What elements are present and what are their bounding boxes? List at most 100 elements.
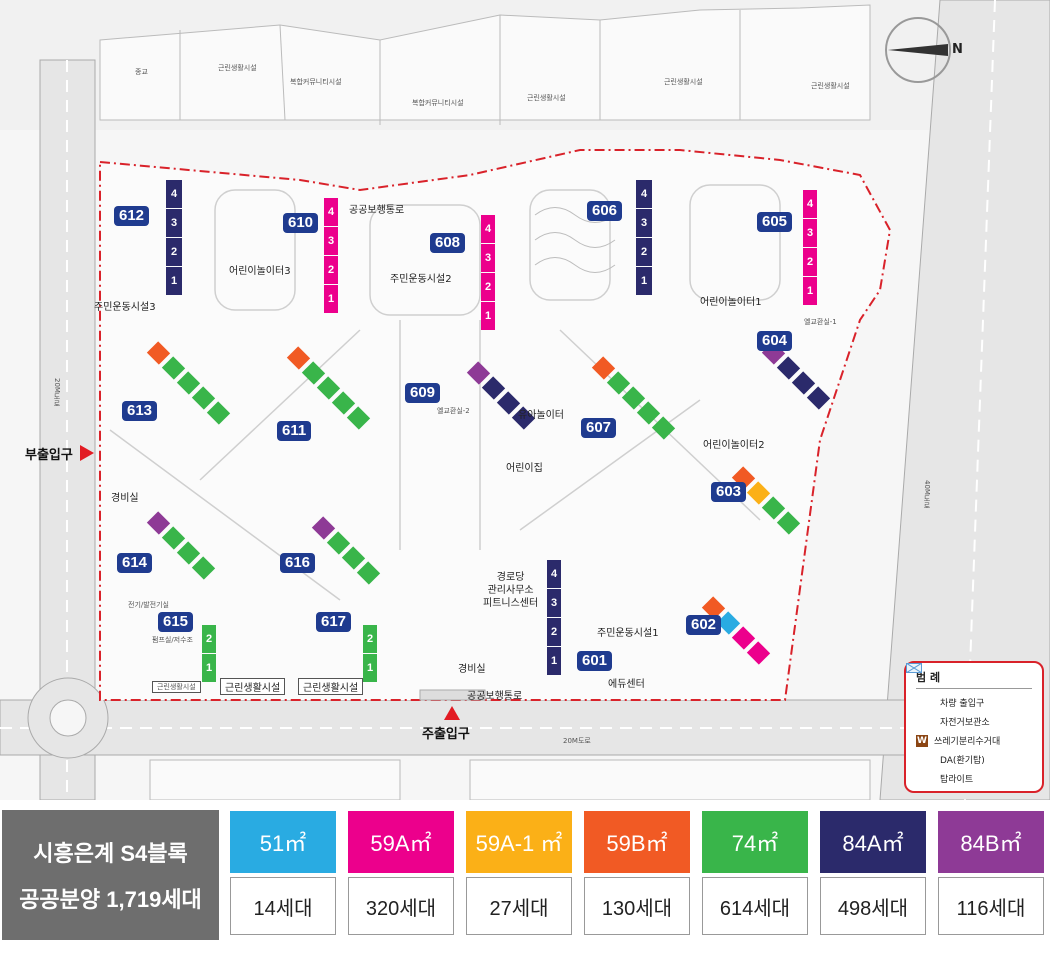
facility-label: 유아놀이터	[518, 410, 564, 421]
facility-label: 근린생활시설	[298, 678, 364, 695]
legend-row: 자전거보관소	[906, 663, 1032, 731]
type-name: 59B㎡	[584, 811, 690, 873]
legend-label: DA(환기탑)	[940, 756, 985, 766]
type-name: 84B㎡	[938, 811, 1044, 873]
north-parcel-label: 복합커뮤니티시설	[290, 78, 342, 86]
block-number: 613	[122, 401, 158, 421]
type-count: 614세대	[702, 877, 808, 935]
type-column: 84B㎡ 116세대	[938, 811, 1044, 935]
summary-title-line2: 공공분양 1,719세대	[19, 887, 202, 912]
north-parcel-label: 근린생활시설	[811, 82, 850, 90]
block-number: 603	[711, 482, 747, 502]
facility-label: 주민운동시설2	[390, 274, 452, 285]
type-count: 27세대	[466, 877, 572, 935]
type-name: 51㎡	[230, 811, 336, 873]
recycle-bin-icon: W	[916, 734, 928, 747]
building-floor: 2	[481, 273, 495, 301]
building-floor: 4	[166, 180, 182, 208]
building-floor: 2	[363, 625, 377, 653]
block-number: 607	[581, 418, 617, 438]
building-floor: 1	[166, 267, 182, 295]
building-floor: 1	[363, 654, 377, 682]
building-floor: 1	[803, 277, 817, 305]
legend-row: 탑라이트	[906, 663, 1032, 788]
building-floor: 4	[636, 180, 652, 208]
block-number: 610	[283, 213, 319, 233]
building-floor: 4	[481, 215, 495, 243]
building-floor: 4	[803, 190, 817, 218]
facility-label: 근린생활시설	[220, 678, 286, 695]
facility-label: 어린이놀이터2	[703, 440, 765, 451]
legend: 범 례 차량 출입구 자전거보관소 W 쓰레기분리수거대 DA(환기탑)	[904, 661, 1044, 793]
building-floor: 3	[481, 244, 495, 272]
block-number: 614	[117, 553, 153, 573]
block-number: 611	[277, 421, 312, 441]
facility-label: 공공보행통로	[349, 205, 405, 216]
facility-label: 펌프실/저수조	[152, 636, 193, 644]
building-floor: 3	[547, 589, 561, 617]
block-number: 612	[114, 206, 150, 226]
car-entrance-icon	[80, 445, 94, 461]
building-floor: 4	[324, 198, 338, 226]
building-floor: 2	[636, 238, 652, 266]
building-floor: 3	[636, 209, 652, 237]
block-number: 602	[686, 615, 722, 635]
building-floor: 2	[166, 238, 182, 266]
legend-row: 차량 출입구	[906, 663, 1032, 712]
building-floor: 1	[324, 285, 338, 313]
facility-label: 경로당 관리사무소 피트니스센터	[483, 572, 539, 609]
building-floor: 3	[324, 227, 338, 255]
main-gate-label: 주출입구	[422, 727, 470, 742]
type-name: 59A-1 ㎡	[466, 811, 572, 873]
block-number: 605	[757, 212, 793, 232]
north-parcel-label: 종교	[135, 68, 148, 76]
vent-tower-icon	[906, 663, 934, 766]
type-count: 320세대	[348, 877, 454, 935]
unit-summary-table: 시흥은계 S4블록 공공분양 1,719세대 51㎡ 14세대 59A㎡ 320…	[0, 808, 1050, 953]
block-number: 606	[587, 201, 623, 221]
type-column: 74㎡ 614세대	[702, 811, 808, 935]
type-count: 116세대	[938, 877, 1044, 935]
block-number: 615	[158, 612, 194, 632]
side-gate-label: 부출입구	[25, 448, 73, 463]
summary-title: 시흥은계 S4블록 공공분양 1,719세대	[2, 810, 219, 940]
type-count: 14세대	[230, 877, 336, 935]
type-name: 59A㎡	[348, 811, 454, 873]
facility-label: 경비실	[458, 664, 486, 675]
block-number: 608	[430, 233, 466, 253]
building-floor: 2	[803, 248, 817, 276]
facility-label: 주민운동시설3	[94, 302, 156, 313]
block-number: 617	[316, 612, 352, 632]
building-floor: 3	[166, 209, 182, 237]
north-parcel-label: 복합커뮤니티시설	[412, 99, 464, 107]
north-arrow-label: N	[952, 42, 963, 57]
block-number: 609	[405, 383, 441, 403]
type-column: 59B㎡ 130세대	[584, 811, 690, 935]
facility-label: 주민운동시설1	[597, 628, 659, 639]
legend-title: 범 례	[916, 669, 1032, 689]
facility-label: 어린이집	[506, 463, 543, 474]
facility-label: 옐교환실-1	[804, 318, 837, 326]
building-floor: 1	[481, 302, 495, 330]
building-floor: 2	[202, 625, 216, 653]
facility-label: 전기/발전기실	[128, 601, 169, 609]
type-name: 84A㎡	[820, 811, 926, 873]
building-floor: 4	[547, 560, 561, 588]
north-parcel-label: 근린생활시설	[218, 64, 257, 72]
car-entrance-icon	[444, 706, 460, 720]
building-floor: 2	[547, 618, 561, 646]
type-column: 84A㎡ 498세대	[820, 811, 926, 935]
building-floor: 1	[636, 267, 652, 295]
facility-label: 어린이놀이터3	[229, 266, 291, 277]
north-parcel-label: 근린생활시설	[664, 78, 703, 86]
block-number: 616	[280, 553, 316, 573]
building-floor: 1	[547, 647, 561, 675]
block-number: 604	[757, 331, 793, 351]
block-number: 601	[577, 651, 613, 671]
map-base	[0, 0, 1050, 800]
building-floor: 3	[803, 219, 817, 247]
legend-row: DA(환기탑)	[906, 663, 1032, 769]
facility-label: 경비실	[111, 493, 139, 504]
legend-label: 탑라이트	[940, 775, 974, 785]
